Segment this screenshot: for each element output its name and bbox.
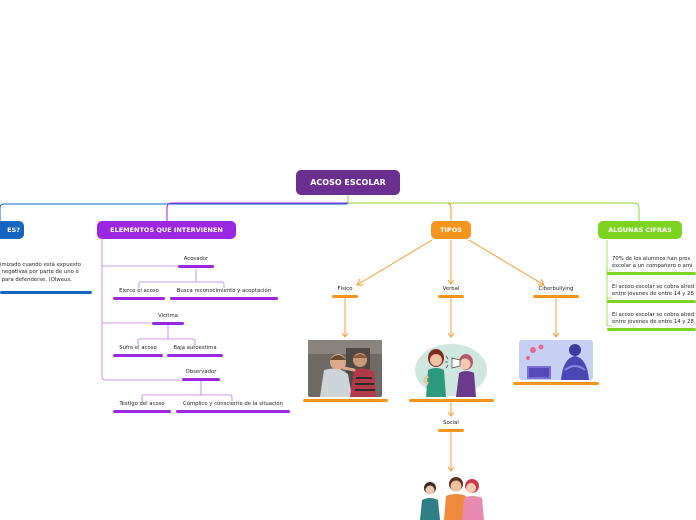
connector-root-tipos <box>347 195 452 221</box>
ciber-image-underline <box>513 382 599 385</box>
node-sufre-el-acoso[interactable]: Sufre el acoso <box>113 345 163 351</box>
ciberbullying-label: Ciberbullying <box>538 286 574 292</box>
cifras-item-2[interactable]: El acoso escolar se cobra alred entre jó… <box>612 284 695 298</box>
branch-cifras[interactable]: ALGUNAS CIFRAS <box>598 221 682 239</box>
que-es-underline <box>0 291 92 294</box>
node-acosador-label: Acosador <box>183 256 209 262</box>
node-fisico[interactable]: Físico <box>330 286 360 292</box>
root-label: ACOSO ESCOLAR <box>310 178 386 187</box>
social-underline <box>438 429 464 432</box>
complice-label: Cómplice y consciente de la situación <box>183 401 283 407</box>
sufre-underline <box>113 354 163 357</box>
node-social[interactable]: Social <box>437 420 465 426</box>
busca-label: Busca reconocimiento y aceptación <box>176 288 272 294</box>
node-complice[interactable]: Cómplice y consciente de la situación <box>176 401 290 407</box>
ciberbullying-underline <box>533 295 579 298</box>
branch-cifras-label: ALGUNAS CIFRAS <box>608 226 672 234</box>
verbal-underline <box>438 295 464 298</box>
illustration-ciberbullying-icon <box>519 340 593 380</box>
node-acosador[interactable]: Acosador <box>176 256 216 262</box>
social-label: Social <box>443 420 459 426</box>
node-verbal[interactable]: Verbal <box>436 286 466 292</box>
connector-cifras-items <box>606 240 612 327</box>
connector-elementos-tree <box>101 238 180 381</box>
connector-root-elementos <box>166 195 349 221</box>
node-victima[interactable]: Vicitma <box>151 313 185 319</box>
branch-que-es[interactable]: ES? <box>0 221 24 239</box>
node-busca-reconocimiento[interactable]: Busca reconocimiento y aceptación <box>170 288 278 294</box>
fisico-image-underline <box>303 399 388 402</box>
node-testigo[interactable]: Testigo del acoso <box>113 401 171 407</box>
cifras-item-2-underline <box>607 300 696 303</box>
node-ejerce-el-acoso[interactable]: Ejerce el acoso <box>113 288 165 294</box>
verbal-image-underline <box>409 399 494 402</box>
baja-label: Baja autoestima <box>173 345 217 351</box>
node-observador[interactable]: Observador <box>180 369 222 375</box>
root-node[interactable]: ACOSO ESCOLAR <box>296 170 400 195</box>
node-victima-label: Vicitma <box>158 313 178 319</box>
connector-acosador-children <box>138 269 225 288</box>
connector-root-que-es <box>0 195 349 222</box>
node-baja-autoestima[interactable]: Baja autoestima <box>167 345 223 351</box>
cifras-item-1[interactable]: 70% de los alumnos han pres escolar a un… <box>612 256 693 270</box>
testigo-underline <box>113 410 171 413</box>
observador-underline <box>182 378 220 381</box>
fisico-label: Físico <box>337 286 353 292</box>
cifras-item-3-underline <box>607 328 696 331</box>
cifras-item-1-underline <box>607 272 696 275</box>
ejerce-label: Ejerce el acoso <box>119 288 159 294</box>
acosador-underline <box>178 265 214 268</box>
complice-underline <box>176 410 290 413</box>
connector-victima-children <box>137 325 196 345</box>
sufre-label: Sufre el acoso <box>119 345 157 351</box>
busca-underline <box>170 297 278 300</box>
connector-tipos-ciber <box>468 239 545 286</box>
cifras-item-3[interactable]: El acoso escolar se cobra alred entre jó… <box>612 312 695 326</box>
victima-underline <box>152 322 184 325</box>
testigo-label: Testigo del acoso <box>119 401 165 407</box>
illustration-verbal-icon <box>415 344 487 397</box>
connector-root-cifras <box>347 195 640 221</box>
verbal-label: Verbal <box>442 286 460 292</box>
branch-elementos[interactable]: ELEMENTOS QUE INTERVIENEN <box>97 221 236 239</box>
que-es-text: imizado cuando está expuesto negativas p… <box>0 262 81 283</box>
branch-elementos-label: ELEMENTOS QUE INTERVIENEN <box>110 226 223 234</box>
branch-que-es-label: ES? <box>7 226 20 234</box>
branch-tipos-label: TIPOS <box>440 226 462 234</box>
baja-underline <box>167 354 223 357</box>
ejerce-underline <box>113 297 165 300</box>
connector-observador-children <box>141 381 233 401</box>
fisico-underline <box>332 295 358 298</box>
connector-tipos-fisico <box>356 239 433 286</box>
node-ciberbullying[interactable]: Ciberbullying <box>532 286 580 292</box>
node-observador-label: Observador <box>185 369 217 375</box>
photo-fisico-icon <box>308 340 382 397</box>
branch-tipos[interactable]: TIPOS <box>431 221 471 239</box>
illustration-social-icon <box>420 477 484 520</box>
